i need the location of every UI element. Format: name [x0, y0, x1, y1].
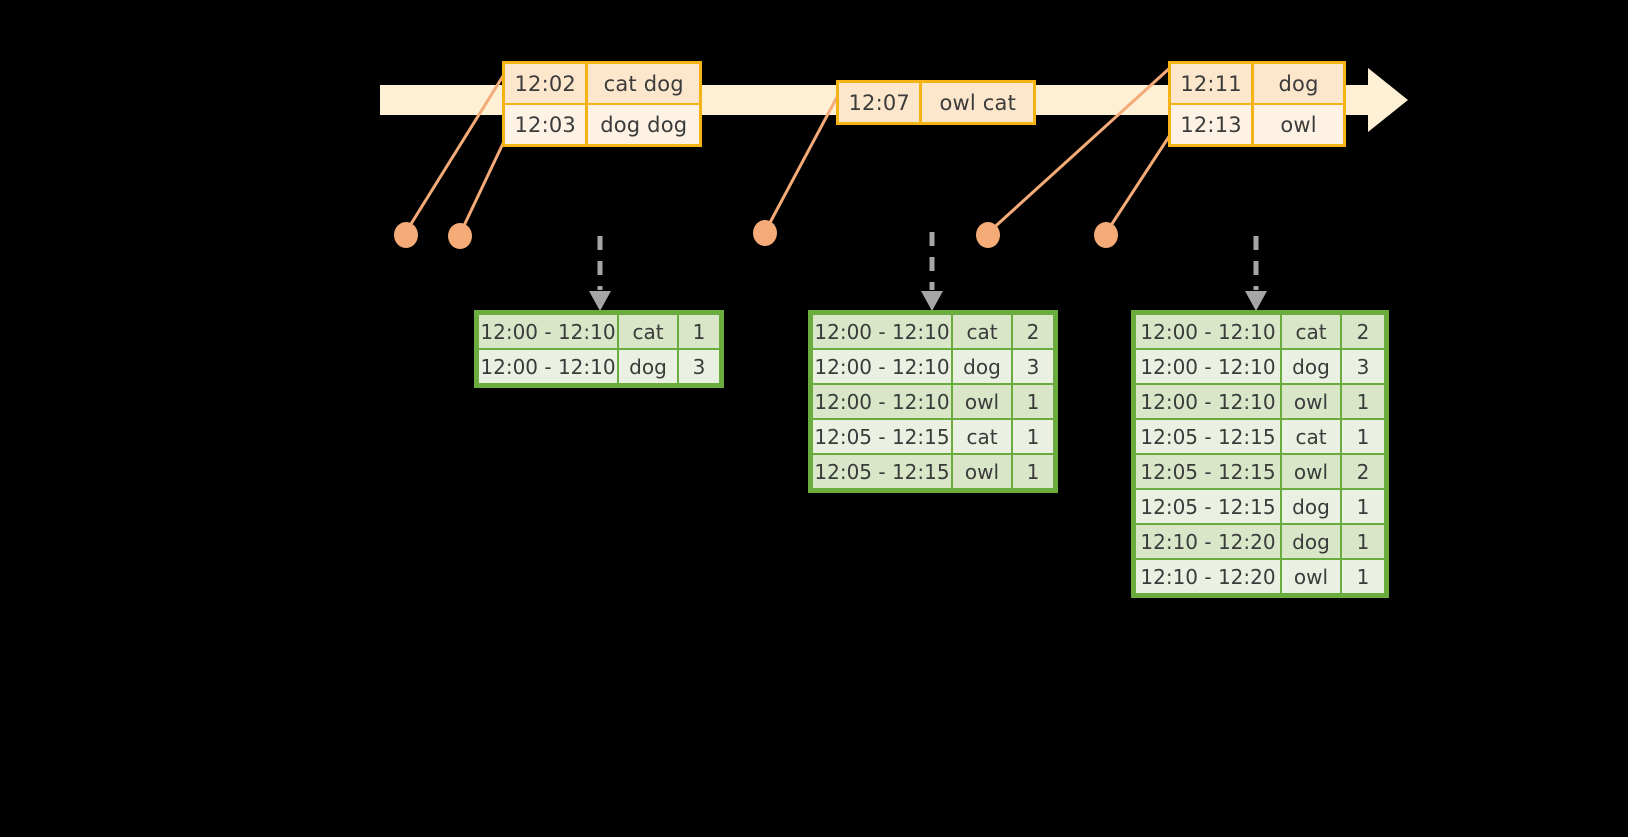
cell-word: owl: [1282, 560, 1340, 593]
cell-count: 3: [679, 350, 719, 383]
cell-count: 1: [1013, 420, 1053, 453]
cell-word: dog: [619, 350, 677, 383]
cell-count: 3: [1013, 350, 1053, 383]
cell-word: dog: [1282, 490, 1340, 523]
event-group-2[interactable]: 12:07 owl cat: [836, 80, 1036, 125]
cell-window: 12:10 - 12:20: [1136, 525, 1280, 558]
event-row[interactable]: 12:13 owl: [1171, 103, 1343, 144]
cell-window: 12:05 - 12:15: [1136, 420, 1280, 453]
event-dots: [394, 220, 1118, 249]
cell-word: cat: [1282, 420, 1340, 453]
event-time: 12:07: [839, 83, 923, 122]
cell-word: owl: [953, 455, 1011, 488]
cell-window: 12:00 - 12:10: [1136, 350, 1280, 383]
event-time: 12:11: [1171, 64, 1255, 103]
event-group-3[interactable]: 12:11 dog 12:13 owl: [1168, 61, 1346, 147]
cell-count: 1: [1013, 455, 1053, 488]
event-group-1[interactable]: 12:02 cat dog 12:03 dog dog: [502, 61, 702, 147]
cell-window: 12:10 - 12:20: [1136, 560, 1280, 593]
cell-window: 12:05 - 12:15: [813, 420, 951, 453]
event-dot-1202: [394, 222, 418, 248]
cell-word: cat: [953, 315, 1011, 348]
event-dot-1213: [1094, 222, 1118, 248]
event-words: dog: [1254, 64, 1343, 103]
event-dot-1211: [976, 222, 1000, 248]
event-time: 12:02: [505, 64, 589, 103]
cell-word: owl: [953, 385, 1011, 418]
cell-window: 12:00 - 12:10: [813, 315, 951, 348]
cell-word: cat: [619, 315, 677, 348]
cell-count: 1: [1342, 385, 1384, 418]
event-words: dog dog: [588, 105, 699, 144]
cell-word: dog: [953, 350, 1011, 383]
cell-window: 12:00 - 12:10: [1136, 315, 1280, 348]
cell-count: 2: [1342, 455, 1384, 488]
event-row[interactable]: 12:07 owl cat: [839, 83, 1033, 122]
cell-window: 12:00 - 12:10: [479, 315, 617, 348]
event-row[interactable]: 12:03 dog dog: [505, 103, 699, 144]
cell-word: dog: [1282, 350, 1340, 383]
event-row[interactable]: 12:02 cat dog: [505, 64, 699, 103]
trigger-arrows: [597, 232, 1259, 290]
cell-window: 12:05 - 12:15: [1136, 455, 1280, 488]
cell-count: 1: [1342, 490, 1384, 523]
cell-word: owl: [1282, 385, 1340, 418]
cell-window: 12:00 - 12:10: [813, 350, 951, 383]
event-dot-1207: [753, 220, 777, 246]
event-dot-1203: [448, 223, 472, 249]
cell-count: 1: [1013, 385, 1053, 418]
event-time: 12:03: [505, 105, 589, 144]
event-row[interactable]: 12:11 dog: [1171, 64, 1343, 103]
cell-word: cat: [1282, 315, 1340, 348]
cell-word: dog: [1282, 525, 1340, 558]
cell-window: 12:00 - 12:10: [813, 385, 951, 418]
cell-count: 2: [1342, 315, 1384, 348]
cell-window: 12:05 - 12:15: [1136, 490, 1280, 523]
event-words: owl cat: [922, 83, 1033, 122]
event-words: owl: [1254, 105, 1343, 144]
cell-count: 1: [1342, 525, 1384, 558]
event-time: 12:13: [1171, 105, 1255, 144]
trigger-arrowheads: [589, 291, 1267, 311]
cell-window: 12:00 - 12:10: [1136, 385, 1280, 418]
event-words: cat dog: [588, 64, 699, 103]
cell-count: 2: [1013, 315, 1053, 348]
cell-window: 12:05 - 12:15: [813, 455, 951, 488]
cell-count: 1: [1342, 560, 1384, 593]
cell-word: owl: [1282, 455, 1340, 488]
cell-window: 12:00 - 12:10: [479, 350, 617, 383]
cell-word: cat: [953, 420, 1011, 453]
cell-count: 1: [1342, 420, 1384, 453]
cell-count: 1: [679, 315, 719, 348]
cell-count: 3: [1342, 350, 1384, 383]
